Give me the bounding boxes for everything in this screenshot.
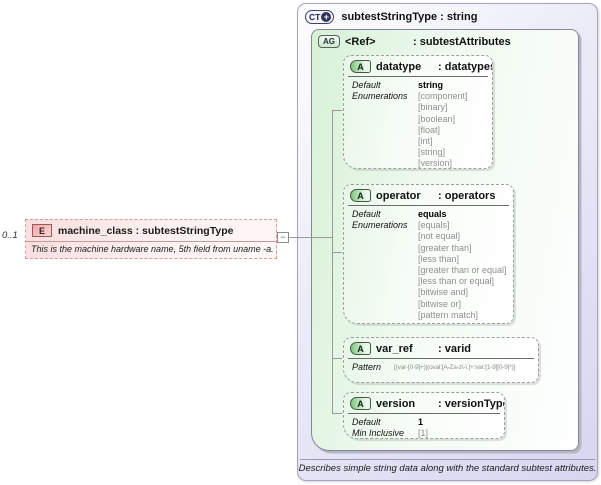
attribute-node-var-ref[interactable]: A var_ref : varid Pattern [(var-[0-9]+)|… xyxy=(343,337,539,383)
attribute-header: A datatype : datatypes xyxy=(344,56,492,75)
attribute-name: operator xyxy=(376,189,421,202)
element-type: : subtestStringType xyxy=(135,224,234,237)
complextype-icon: CT+ xyxy=(305,10,335,24)
connector-main-line xyxy=(289,237,333,238)
attributegroup-header: AG <Ref> : subtestAttributes xyxy=(318,35,511,48)
complextype-header: CT+ subtestStringType : string xyxy=(305,10,477,24)
complextype-icon-label: CT xyxy=(309,12,321,22)
element-annotation: This is the machine hardware name, 5th f… xyxy=(31,244,274,254)
description-separator xyxy=(300,459,595,460)
facet-values: 1[1] xyxy=(418,417,429,439)
attribute-icon: A xyxy=(350,189,371,202)
element-name: machine_class xyxy=(58,224,133,237)
attribute-separator xyxy=(348,205,509,206)
element-node-machine-class[interactable]: E machine_class : subtestStringType This… xyxy=(25,219,277,259)
attribute-separator xyxy=(348,76,488,77)
attribute-header: A version : versionType xyxy=(344,393,504,412)
attribute-icon: A xyxy=(350,397,371,410)
connector-vertical-line xyxy=(332,110,333,414)
complextype-description: Describes simple string data along with … xyxy=(298,463,597,474)
element-header: E machine_class : subtestStringType xyxy=(32,224,233,237)
connector-stub-version xyxy=(332,413,342,414)
attribute-name: version xyxy=(376,397,416,410)
facet-values: string[component][binary][boolean][float… xyxy=(418,80,468,169)
plus-icon: + xyxy=(321,12,332,22)
connector-stub-operator xyxy=(332,252,342,253)
cardinality-label: 0..1 xyxy=(2,230,18,241)
attributegroup-name: <Ref> xyxy=(345,35,376,48)
attribute-separator xyxy=(348,358,534,359)
collapse-toggle[interactable]: − xyxy=(277,232,289,243)
facet-values: [(var-[0-9]+)|(oval:[A-Za-z\-\.]+:var:[1… xyxy=(394,364,516,371)
connector-stub-datatype xyxy=(332,110,342,111)
attribute-type: : datatypes xyxy=(438,60,493,73)
element-title: machine_class : subtestStringType xyxy=(58,225,233,237)
attribute-type: : versionType xyxy=(438,397,505,410)
attribute-name: datatype xyxy=(376,60,422,73)
complextype-title: subtestStringType : string xyxy=(341,11,478,23)
complextype-node[interactable]: CT+ subtestStringType : string AG <Ref> … xyxy=(297,3,598,481)
attributegroup-type: : subtestAttributes xyxy=(413,35,511,48)
attribute-icon: A xyxy=(350,60,371,73)
attribute-facets: Pattern [(var-[0-9]+)|(oval:[A-Za-z\-\.]… xyxy=(344,361,538,373)
attribute-type: : operators xyxy=(438,189,496,202)
facet-labels: Pattern xyxy=(352,362,382,372)
attributegroup-icon: AG xyxy=(318,35,340,48)
attribute-separator xyxy=(348,413,500,414)
attribute-header: A var_ref : varid xyxy=(344,338,538,357)
element-icon: E xyxy=(32,224,52,237)
facet-values: equals[equals][not equal][greater than][… xyxy=(418,209,507,320)
attribute-name: var_ref xyxy=(376,342,413,355)
element-separator xyxy=(26,241,276,242)
attribute-header: A operator : operators xyxy=(344,185,513,204)
attribute-icon: A xyxy=(350,342,371,355)
attributegroup-node[interactable]: AG <Ref> : subtestAttributes A datatype … xyxy=(311,29,579,451)
attribute-type: : varid xyxy=(438,342,472,355)
connector-stub-var-ref xyxy=(332,358,342,359)
